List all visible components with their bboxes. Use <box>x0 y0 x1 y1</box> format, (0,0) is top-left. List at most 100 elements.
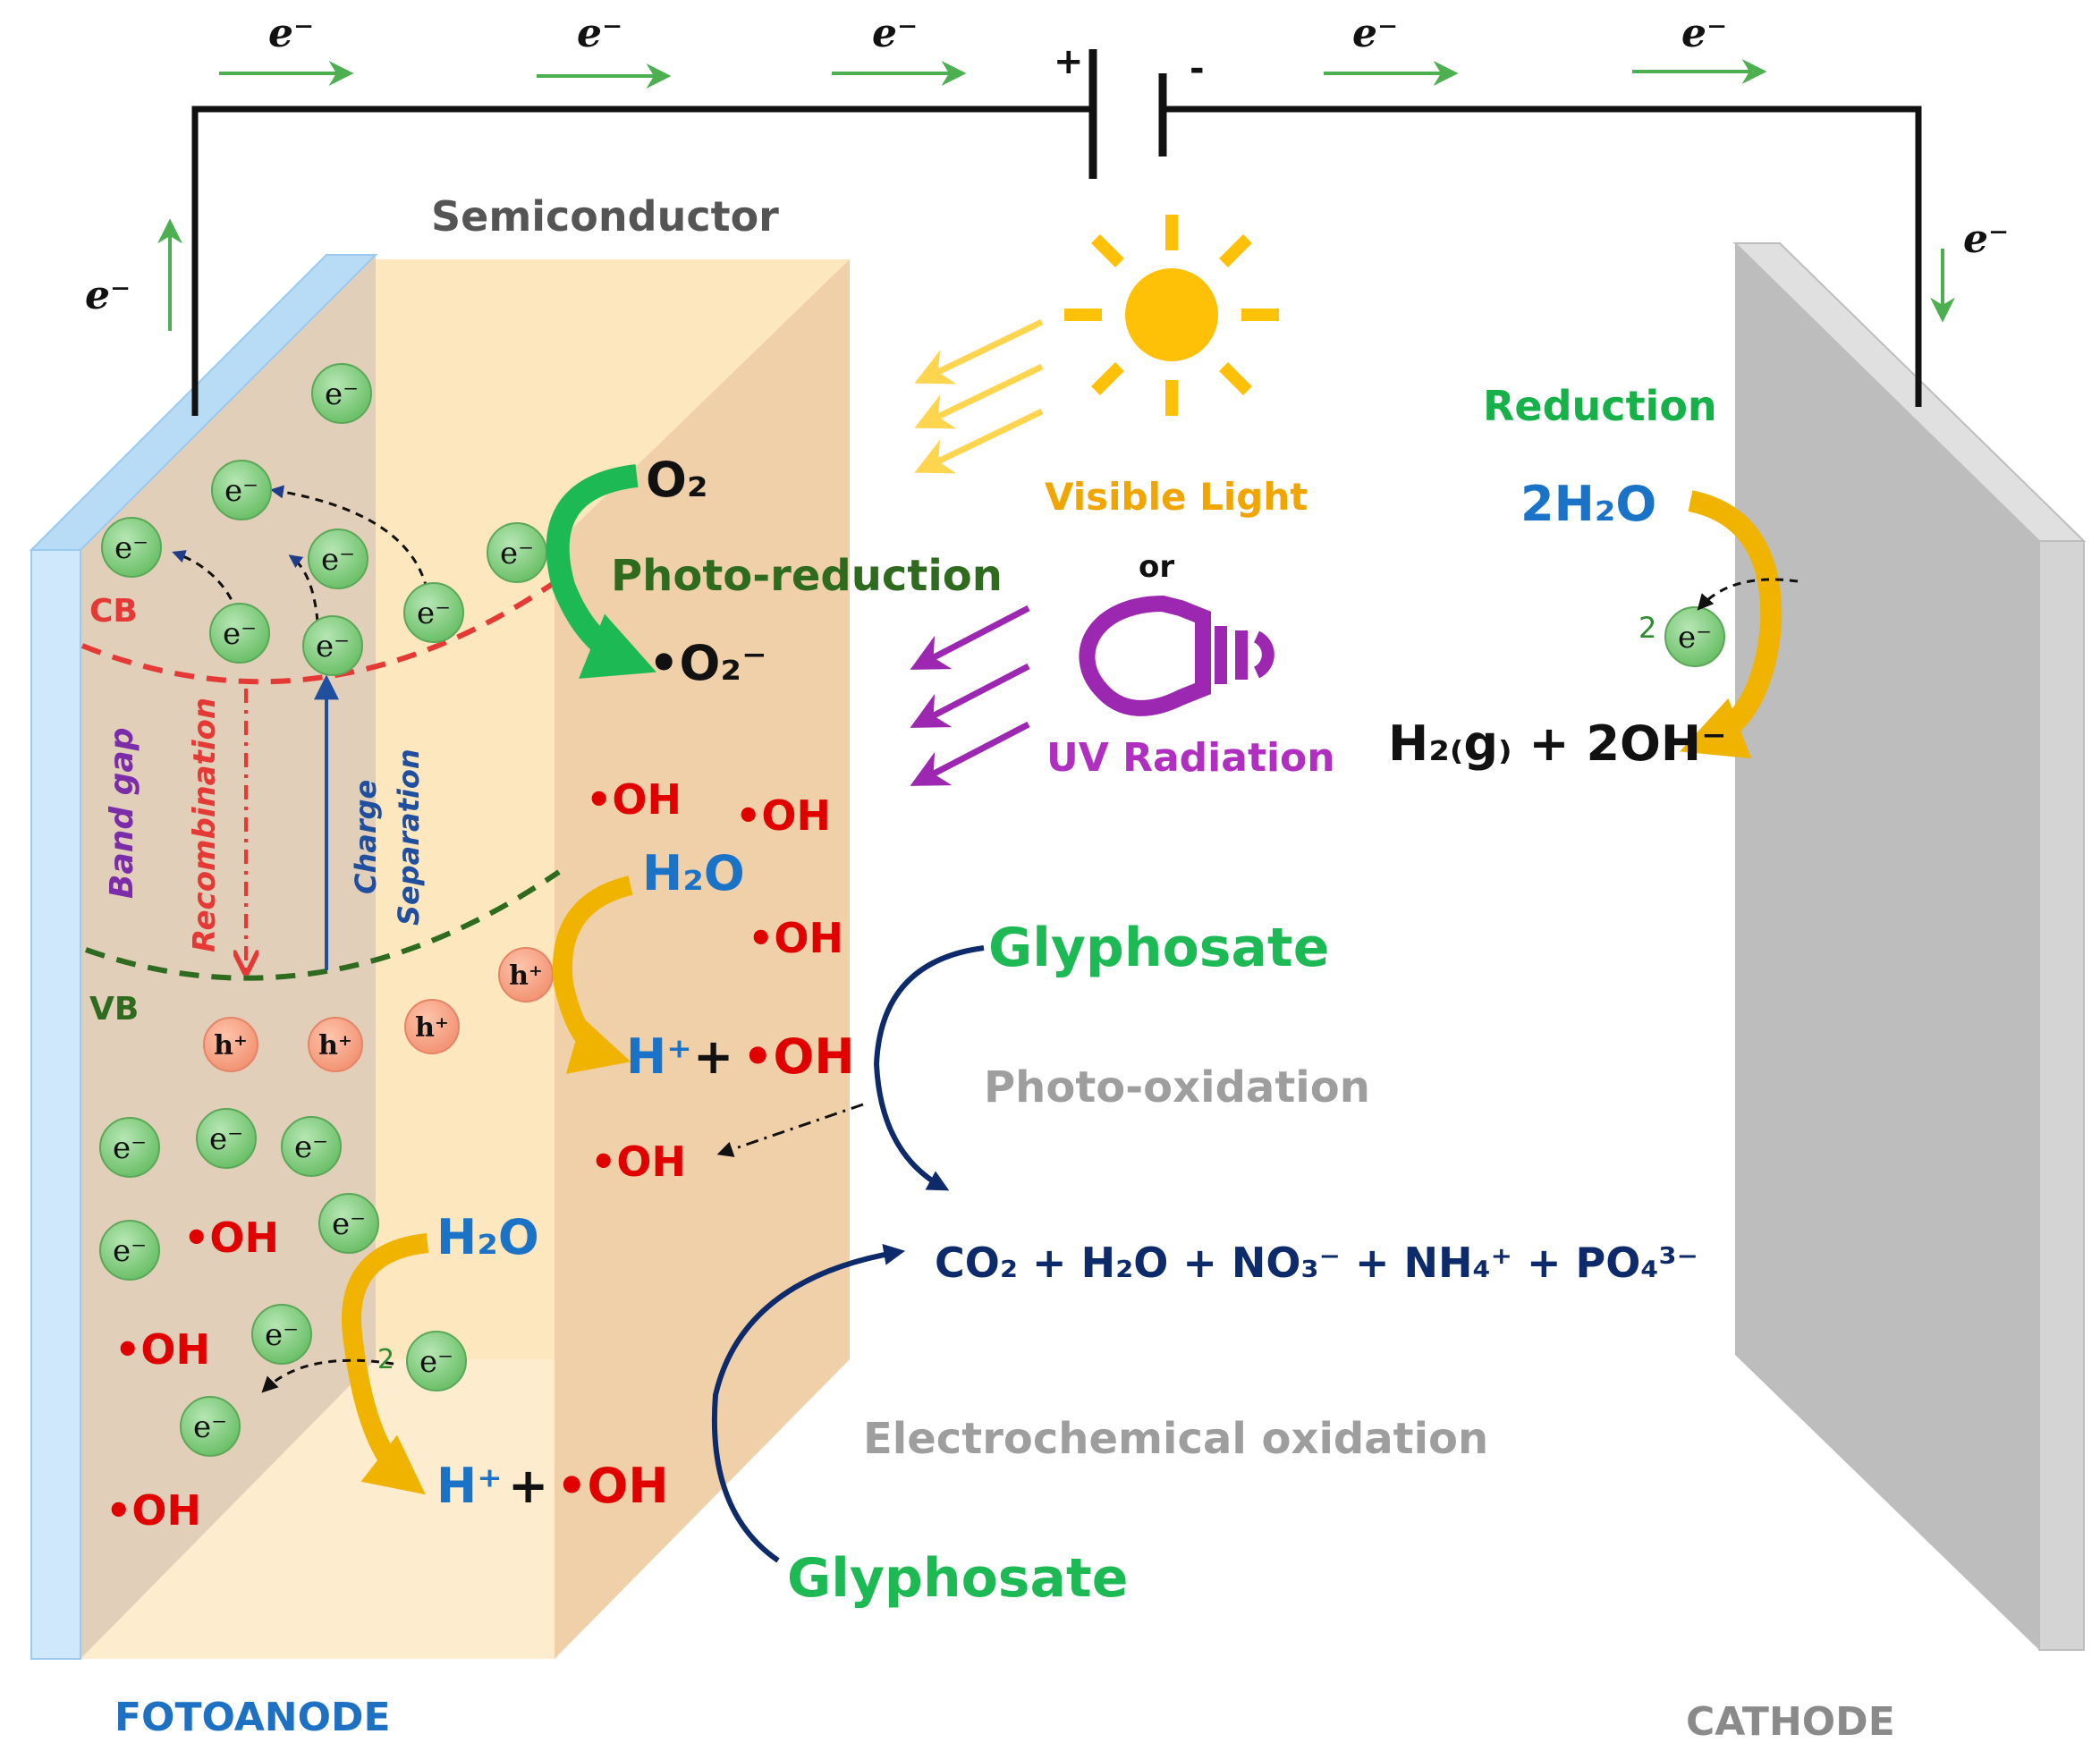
oh-radical-7: •OH <box>106 1486 201 1535</box>
electron-ball <box>403 582 464 643</box>
cb-label: CB <box>89 593 138 630</box>
glyphosate-lower: Glyphosate <box>787 1547 1128 1610</box>
sun-icon <box>1064 215 1279 416</box>
fotoanode-plate <box>29 254 378 1660</box>
electron-ball <box>209 603 270 664</box>
electron-ball-label: e⁻ <box>1678 620 1712 656</box>
electron-ball <box>406 1331 467 1391</box>
battery-plus: + <box>1054 41 1084 82</box>
semiconductor-label: Semiconductor <box>431 192 779 241</box>
electron-ball-label: e⁻ <box>419 1344 453 1380</box>
oh-upper: •OH <box>742 1028 855 1085</box>
electron-ball-label: e⁻ <box>114 530 148 566</box>
electron-group: e⁻e⁻e⁻e⁻e⁻e⁻e⁻e⁻e⁻e⁻e⁻e⁻e⁻e⁻e⁻e⁻e⁻ <box>99 363 1725 1457</box>
cathode-electron-arrow <box>1697 578 1799 611</box>
electron-ball-label: e⁻ <box>325 376 359 412</box>
h2o-label-upper: H₂O <box>642 845 745 901</box>
electron-label-top-5: e⁻ <box>1681 11 1727 56</box>
valence-band-line <box>85 869 561 981</box>
electron-ball <box>281 1116 342 1177</box>
cathode-label: CATHODE <box>1686 1699 1895 1745</box>
electron-ball <box>180 1396 241 1457</box>
oh-radical-2: •OH <box>735 791 831 840</box>
photo-oxidation-label: Photo-oxidation <box>984 1062 1370 1112</box>
cathode-reduction-arrow <box>1680 490 1782 759</box>
electron-label-top-4: e⁻ <box>1352 11 1398 56</box>
photo-reduction-arrow <box>546 464 656 679</box>
electron-label-right: e⁻ <box>1963 216 2009 262</box>
visible-light-label: Visible Light <box>1045 475 1308 519</box>
electron-ball <box>308 529 368 589</box>
hole-group: h⁺h⁺h⁺h⁺ <box>203 947 554 1072</box>
cathode-plate <box>1732 242 2087 1651</box>
water-oxidation-arrow-lower <box>342 1233 429 1495</box>
cathode-2h2o: 2H₂O <box>1520 476 1656 532</box>
excitation-arrows <box>172 485 431 627</box>
electron-label-top-1: e⁻ <box>268 11 314 56</box>
o2-radical-label: •O₂⁻ <box>648 635 767 691</box>
h2o-label-lower: H₂O <box>436 1209 539 1265</box>
hole-ball <box>308 1017 363 1072</box>
oh-transfer-arrow <box>716 1103 864 1157</box>
uv-rays <box>910 605 1030 786</box>
hole-ball <box>203 1017 258 1072</box>
hole-ball <box>404 999 460 1054</box>
electron-ball-label: e⁻ <box>193 1409 227 1445</box>
electron-ball <box>251 1304 312 1365</box>
oh-radical-4: •OH <box>590 1138 686 1186</box>
plus-lower: + <box>508 1458 548 1514</box>
glyphosate-upper: Glyphosate <box>988 917 1329 979</box>
hole-ball-label: h⁺ <box>318 1030 352 1062</box>
electron-ball-label: e⁻ <box>224 473 258 509</box>
or-label: or <box>1139 549 1174 585</box>
electrochemical-oxidation-label: Electrochemical oxidation <box>863 1414 1488 1464</box>
hole-ball <box>498 947 554 1002</box>
lower-electron-arrow <box>261 1358 394 1393</box>
light-bulb-icon <box>1079 595 1274 716</box>
fotoanode-label: FOTOANODE <box>114 1695 391 1740</box>
electron-ball-label: e⁻ <box>223 616 257 652</box>
o2-label: O₂ <box>646 452 708 508</box>
h2-2oh-label: H₂₍g₎ + 2OH⁻ <box>1388 715 1727 772</box>
electron-label-left: e⁻ <box>85 273 131 318</box>
hole-ball-label: h⁺ <box>415 1012 449 1044</box>
electron-ball-label: e⁻ <box>113 1130 147 1166</box>
lower-two-electrons: 2 <box>377 1344 394 1375</box>
electron-ball <box>302 615 363 676</box>
electron-ball-label: e⁻ <box>294 1129 328 1165</box>
electron-ball <box>101 517 162 578</box>
photo-reduction-label: Photo-reduction <box>611 551 1003 601</box>
band-gap-label: Band gap <box>104 728 140 900</box>
uv-radiation-label: UV Radiation <box>1046 735 1335 781</box>
oh-lower: •OH <box>556 1458 669 1514</box>
electron-ball <box>311 363 372 424</box>
cathode-two-electrons: 2 <box>1639 611 1656 645</box>
photo-oxidation-arrow <box>873 945 985 1191</box>
electron-flow-arrows <box>157 59 1955 331</box>
electron-ball-label: e⁻ <box>209 1121 243 1157</box>
reduction-label: Reduction <box>1483 382 1717 430</box>
electrochemical-oxidation-arrow <box>711 1244 906 1563</box>
external-circuit <box>191 106 1922 416</box>
electron-label-top-3: e⁻ <box>872 11 918 56</box>
electron-ball-label: e⁻ <box>265 1317 299 1353</box>
plus-upper: + <box>693 1028 733 1085</box>
electron-label-top-2: e⁻ <box>577 11 622 56</box>
electron-ball <box>211 460 272 520</box>
electron-ball-label: e⁻ <box>417 596 451 631</box>
electron-ball <box>1664 606 1725 667</box>
separation-label: Separation <box>392 749 426 926</box>
oh-radical-3: •OH <box>748 914 843 962</box>
visible-light-rays <box>914 318 1044 474</box>
charge-label: Charge <box>349 780 383 894</box>
vb-label: VB <box>89 991 139 1028</box>
recombination-label: Recombination <box>187 698 223 952</box>
battery-icon <box>1088 49 1167 179</box>
electron-ball <box>99 1220 160 1281</box>
oh-radical-5: •OH <box>183 1214 279 1262</box>
oh-radical-1: •OH <box>586 775 682 824</box>
electron-ball-label: e⁻ <box>321 542 355 578</box>
hole-ball-label: h⁺ <box>214 1030 248 1062</box>
electron-ball <box>99 1117 160 1178</box>
